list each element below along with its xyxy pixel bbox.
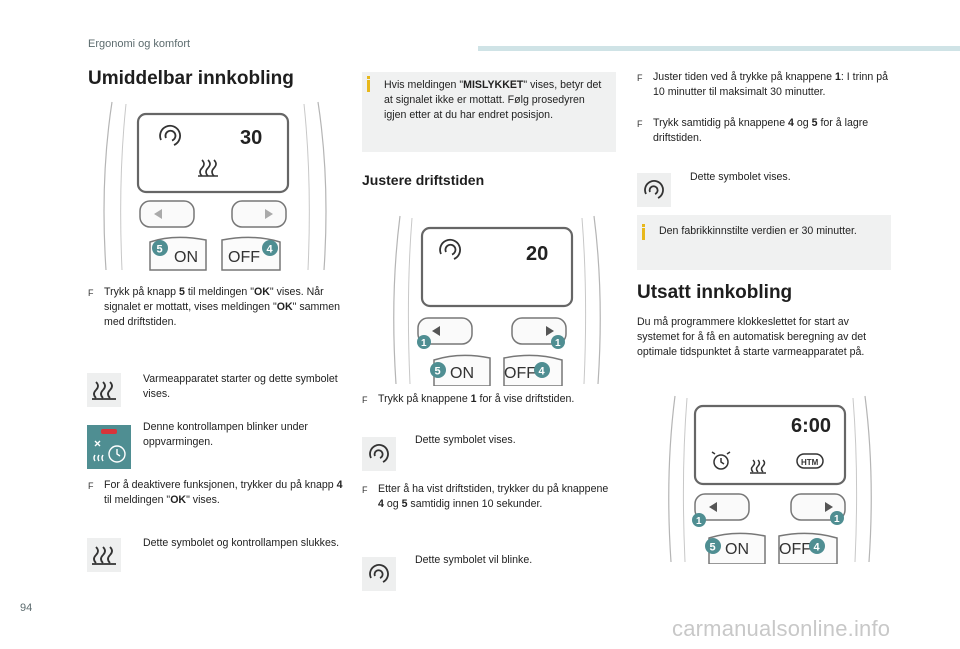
- on-button-label: ON: [450, 365, 474, 382]
- heater-off-symbol-box: [87, 538, 121, 572]
- page-number: 94: [20, 602, 33, 614]
- key-1-badge-left: 1: [421, 338, 427, 349]
- remote-saved-symbol-box: [637, 173, 671, 207]
- section-title-delayed: Utsatt innkobling: [637, 282, 793, 303]
- remote-symbol-box: [362, 437, 396, 471]
- remote-signal-icon: [369, 444, 389, 463]
- step-save-time: F Trykk samtidig på knappene 4 og 5 for …: [637, 117, 869, 144]
- key-5-badge: 5: [710, 542, 716, 554]
- remote-signal-icon: [369, 564, 389, 583]
- htm-label: HTM: [801, 458, 819, 467]
- header-bar: [478, 46, 960, 51]
- delayed-paragraph: Du må programmere klokkeslettet for star…: [637, 316, 867, 358]
- remote-symbol-text: Dette symbolet vises.: [415, 434, 516, 446]
- key-5-badge: 5: [157, 244, 163, 256]
- key-4-badge: 4: [539, 366, 546, 378]
- heater-icon: [92, 381, 116, 400]
- off-button-label: OFF: [504, 365, 536, 382]
- watermark: carmanualsonline.info: [672, 616, 891, 641]
- heater-icon: [750, 459, 766, 474]
- info-note-default: Den fabrikkinnstilte verdien er 30 minut…: [637, 215, 891, 270]
- key-1-badge-left: 1: [696, 516, 702, 527]
- section-title-adjust: Justere driftstiden: [362, 172, 485, 188]
- remote-display-time: 6:00: [791, 415, 831, 437]
- remote-display-value: 30: [240, 127, 262, 149]
- off-button-label: OFF: [228, 249, 260, 266]
- on-button-label: ON: [725, 541, 749, 558]
- step-deactivate: F For å deaktivere funksjonen, trykker d…: [88, 479, 343, 506]
- alarm-clock-icon: [711, 451, 731, 470]
- info-note-failed: Hvis meldingen "MISLYKKET" vises, betyr …: [362, 72, 616, 152]
- blink-symbol-box: [362, 557, 396, 591]
- off-button-label: OFF: [779, 541, 811, 558]
- heater-icon: [92, 546, 116, 565]
- step-press-5: F Trykk på knapp 5 til meldingen "OK" vi…: [88, 286, 340, 328]
- remote-signal-icon: [439, 238, 461, 260]
- indicator-lamp-text: Denne kontrollampen blinker under oppvar…: [143, 421, 308, 448]
- step-press-4-5: F Etter å ha vist driftstiden, trykker d…: [362, 483, 609, 510]
- key-4-badge: 4: [267, 244, 274, 256]
- remote-signal-icon: [644, 180, 664, 199]
- remote-illustration-adjust: 20 1 1 ON OFF 5 4: [393, 215, 601, 386]
- step-adjust-time: F Juster tiden ved å trykke på knappene …: [637, 71, 888, 98]
- remote-illustration-immediate: 30 ON OFF 5 4: [103, 101, 327, 271]
- remote-display-value: 20: [526, 243, 548, 265]
- section-header: Ergonomi og komfort: [88, 38, 191, 50]
- indicator-lamp-box: [87, 425, 131, 469]
- heater-symbol-text: Varmeapparatet starter og dette symbolet…: [143, 373, 338, 400]
- key-4-badge: 4: [814, 542, 821, 554]
- blink-symbol-text: Dette symbolet vil blinke.: [415, 554, 533, 566]
- section-title-immediate: Umiddelbar innkobling: [88, 68, 294, 89]
- heater-icon: [198, 159, 218, 177]
- step-press-1: F Trykk på knappene 1 for å vise driftst…: [362, 393, 575, 405]
- indicator-lamp-icon: [93, 429, 126, 463]
- heater-off-text: Dette symbolet og kontrollampen slukkes.: [143, 537, 340, 549]
- htm-badge: [796, 453, 824, 469]
- key-1-badge-right: 1: [555, 338, 561, 349]
- key-1-badge-right: 1: [834, 514, 840, 525]
- on-button-label: ON: [174, 249, 198, 266]
- remote-signal-icon: [159, 124, 181, 146]
- remote-illustration-delayed: 6:00 HTM 1 1 ON OFF 5 4: [668, 395, 872, 564]
- remote-saved-text: Dette symbolet vises.: [690, 171, 791, 183]
- heater-symbol-box: [87, 373, 121, 407]
- key-5-badge: 5: [435, 366, 441, 378]
